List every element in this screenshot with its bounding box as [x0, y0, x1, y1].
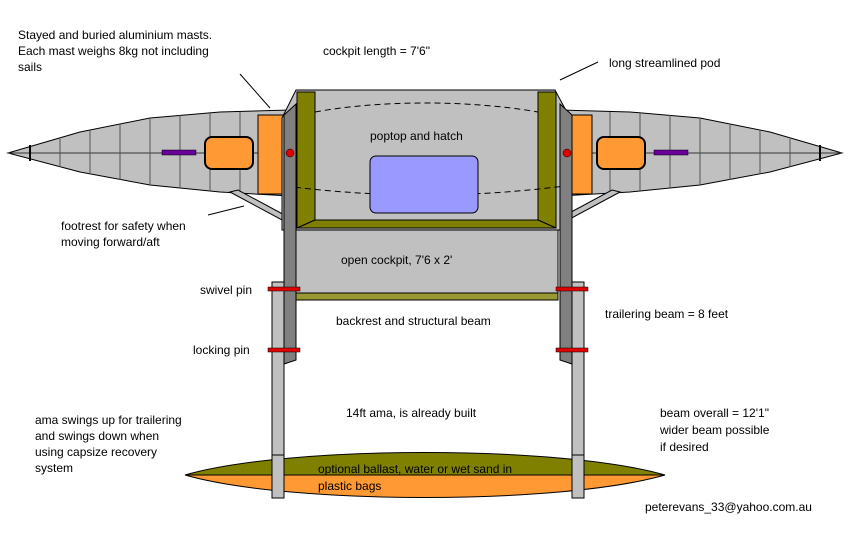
ama-swing-line2: and swings down when — [35, 429, 160, 443]
right-hull — [558, 109, 844, 221]
masts-note-line2: Each mast weighs 8kg not including — [18, 44, 209, 58]
swivel-pins — [267, 286, 589, 292]
footrest-label-line1: footrest for safety when — [61, 219, 186, 233]
left-hull — [6, 109, 292, 221]
beam-overall-line3: if desired — [660, 440, 709, 454]
ballast-label-line2: plastic bags — [318, 479, 382, 493]
open-cockpit — [295, 229, 559, 297]
swivel-pin-label: swivel pin — [200, 283, 253, 297]
backrest-beam — [295, 292, 559, 301]
ama-swing-line1: ama swings up for trailering — [35, 413, 182, 427]
leader-lines — [207, 61, 599, 216]
right-mast — [559, 102, 573, 365]
ama-built-label: 14ft ama, is already built — [346, 406, 477, 420]
locking-pins — [267, 347, 589, 353]
locking-pin-label: locking pin — [193, 343, 250, 357]
pod-label: long streamlined pod — [609, 56, 721, 70]
ama-swing-line4: system — [35, 461, 74, 475]
open-cockpit-label: open cockpit, 7'6 x 2' — [341, 253, 453, 267]
backrest-label: backrest and structural beam — [336, 314, 491, 328]
ballast-label-line1: optional ballast, water or wet sand in — [318, 462, 513, 476]
beam-overall-line1: beam overall = 12'1" — [660, 406, 769, 420]
ama — [184, 452, 666, 499]
beam-overall-line2: wider beam possible — [660, 423, 770, 437]
footrest-label-line2: moving forward/aft — [61, 235, 160, 249]
masts-note-line3: sails — [18, 60, 43, 74]
cockpit-length-label: cockpit length = 7'6" — [323, 44, 430, 58]
left-mast — [283, 102, 297, 365]
cockpit-frame-right — [537, 91, 557, 229]
hatch — [369, 155, 479, 214]
ama-swing-line3: using capsize recovery — [35, 445, 158, 459]
cockpit-frame-bottom — [296, 219, 557, 229]
central-pod — [281, 89, 571, 301]
email-link[interactable]: peterevans_33@yahoo.com.au — [645, 500, 812, 514]
cockpit-frame-left — [296, 91, 316, 229]
trailering-beam-label: trailering beam = 8 feet — [605, 307, 729, 321]
masts-note-line1: Stayed and buried aluminium masts. — [18, 28, 213, 42]
poptop-label: poptop and hatch — [370, 129, 463, 143]
